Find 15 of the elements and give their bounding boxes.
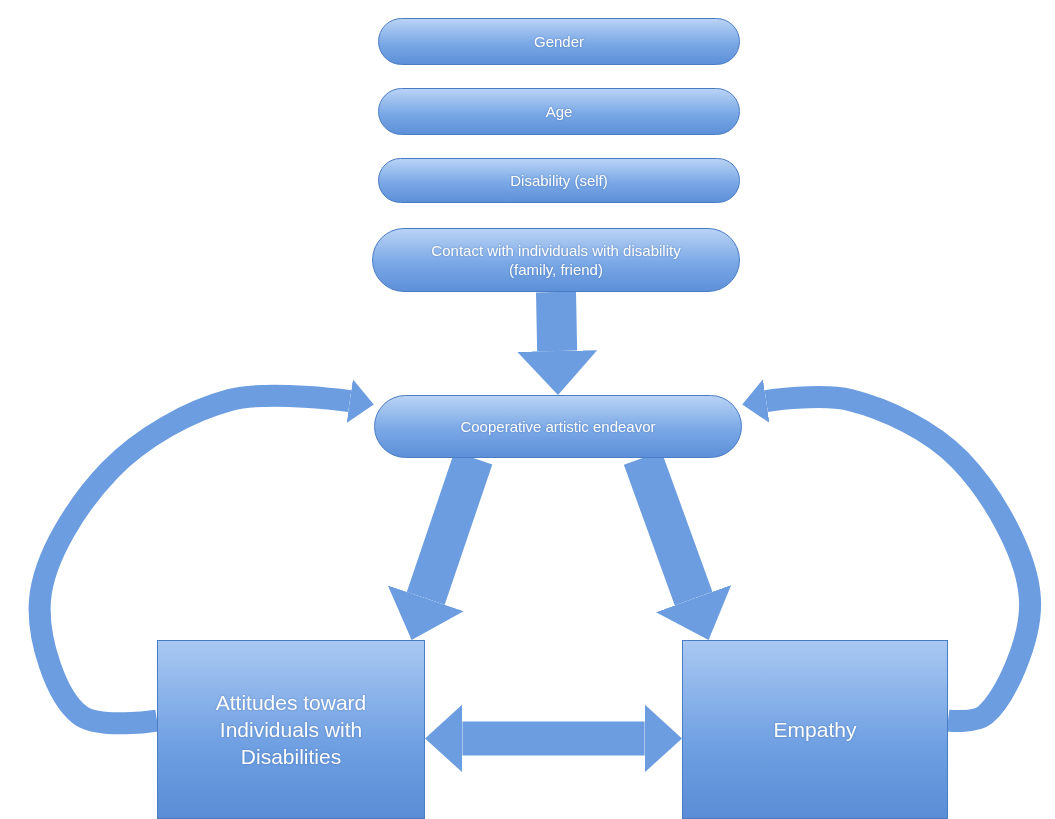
node-label: Attitudes toward Individuals with Disabilities [214,689,368,771]
outcome-box [157,640,425,819]
node-label: Gender [533,31,584,52]
block-arrow [425,704,682,773]
node-label: Empathy [773,716,857,743]
outcome-box [682,640,948,819]
node-label: Age [545,101,573,122]
factor-pill [378,158,740,203]
block-arrow [517,291,598,395]
factor-pill [374,395,742,458]
factor-pill [378,88,740,135]
node-label: Disability (self) [510,170,608,191]
node-label: Contact with individuals with disability (family, friend) [430,240,682,280]
factor-pill [378,18,740,65]
node-label: Cooperative artistic endeavor [460,416,656,437]
